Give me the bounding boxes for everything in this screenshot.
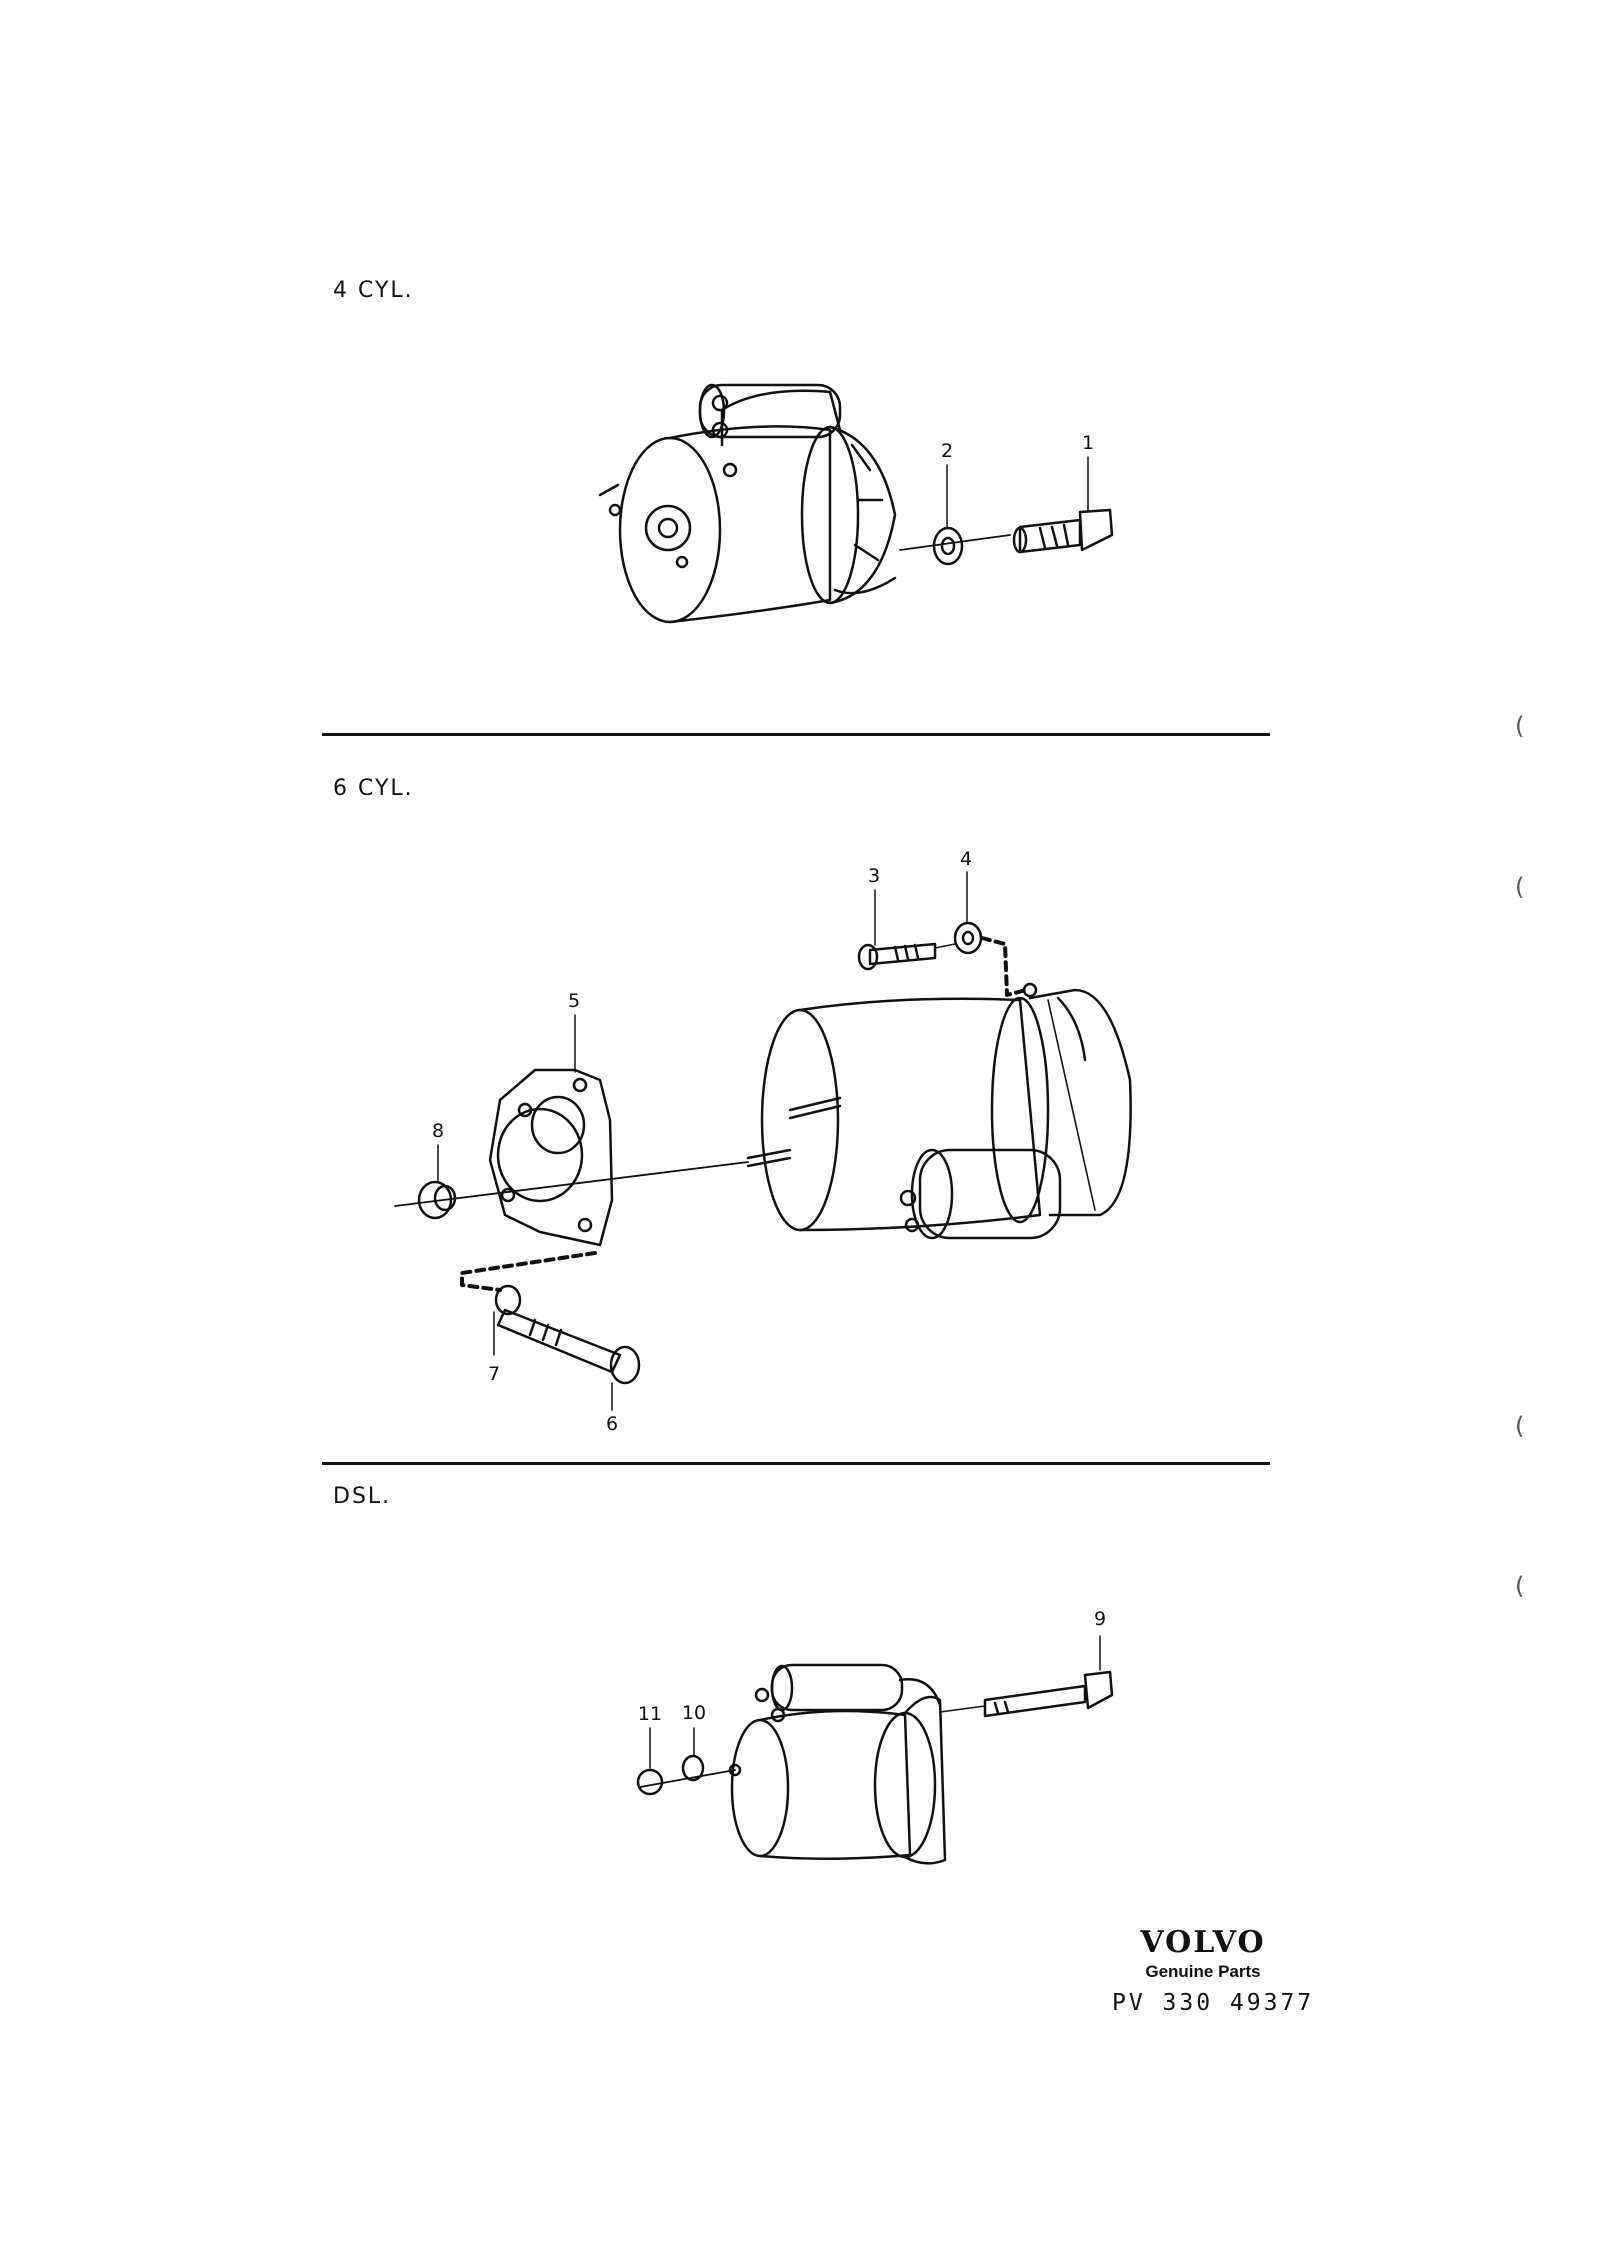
callout-11: 11: [637, 1703, 663, 1725]
callout-4: 4: [959, 848, 973, 870]
callout-9: 9: [1093, 1608, 1107, 1630]
callout-3: 3: [867, 865, 881, 887]
starter-motor-4cyl: [598, 383, 1114, 624]
section-label-diesel: DSL.: [333, 1484, 392, 1509]
margin-mark: (: [1515, 1412, 1525, 1440]
callout-7: 7: [487, 1363, 501, 1385]
callout-8: 8: [431, 1120, 445, 1142]
callout-6: 6: [605, 1413, 619, 1435]
callout-2: 2: [940, 440, 954, 462]
section-label-4cyl: 4 CYL.: [333, 278, 414, 303]
margin-mark: (: [1515, 712, 1525, 740]
volvo-logo: VOLVO: [1140, 1925, 1266, 1960]
brand-block: VOLVO Genuine Parts: [1128, 1925, 1278, 1982]
margin-mark: (: [1515, 873, 1525, 901]
section-divider: [322, 733, 1270, 736]
margin-mark: (: [1515, 1572, 1525, 1600]
callout-5: 5: [567, 990, 581, 1012]
brand-subtitle: Genuine Parts: [1145, 1962, 1261, 1981]
part-number: PV 330 49377: [1112, 1990, 1315, 2016]
callout-1: 1: [1081, 432, 1095, 454]
callout-10: 10: [681, 1702, 707, 1724]
starter-motor-diesel: [636, 1635, 1114, 1865]
starter-motor-6cyl: [394, 871, 1132, 1411]
section-divider: [322, 1462, 1270, 1465]
section-label-6cyl: 6 CYL.: [333, 776, 414, 801]
